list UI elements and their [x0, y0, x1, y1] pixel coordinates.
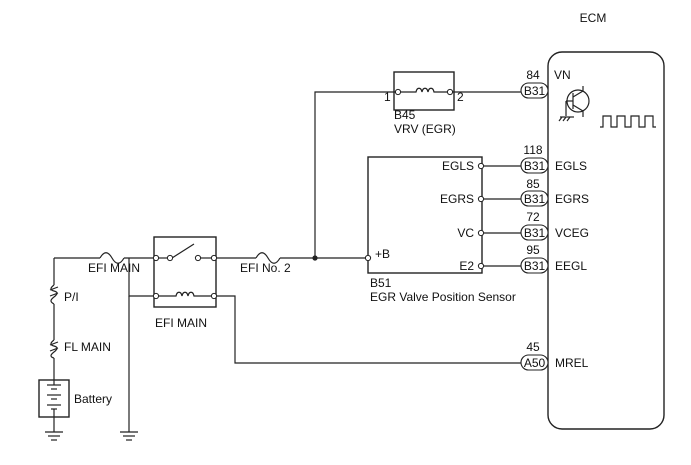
efi-main-fuse-label: EFI MAIN: [88, 261, 140, 275]
efi-main-relay-label: EFI MAIN: [155, 316, 207, 330]
efi-no2-fuse-label: EFI No. 2: [240, 261, 291, 275]
junction-dot: [312, 255, 318, 261]
pi-fusible-link-icon: [49, 284, 59, 305]
connector-b31-egls: B31: [520, 157, 549, 174]
ecm-pin-egrs-label: EGRS: [555, 192, 589, 206]
ecm-pin-eegl-label: EEGL: [555, 259, 587, 273]
vrv-name: VRV (EGR): [394, 122, 456, 136]
wires: [53, 91, 521, 432]
relay-coil-icon: [158, 291, 212, 297]
sensor-name: EGR Valve Position Sensor: [370, 290, 516, 304]
svg-text:B31: B31: [524, 259, 546, 273]
ecm-title: ECM: [580, 11, 607, 25]
svg-text:A50: A50: [524, 356, 546, 370]
ground-icon: [45, 431, 63, 441]
fl-main-label: FL MAIN: [64, 340, 111, 354]
ecm-pin-vn-label: VN: [554, 68, 571, 82]
pin-number-95: 95: [526, 243, 540, 257]
sensor-supply-label: +B: [375, 247, 390, 261]
sensor-code: B51: [370, 276, 392, 290]
sensor-terminal-vc: VC: [457, 226, 474, 240]
fl-main-fusible-link-icon: [49, 339, 59, 359]
sensor-box: [367, 156, 483, 274]
pin-number-84: 84: [526, 68, 540, 82]
ecm-pin-vceg-label: VCEG: [555, 226, 589, 240]
connector-b31-eegl: B31: [520, 257, 549, 274]
svg-text:B31: B31: [524, 84, 546, 98]
ecm-box: [547, 51, 665, 430]
battery-icon: [38, 379, 70, 418]
ground-icon: [120, 431, 138, 441]
svg-text:B31: B31: [524, 192, 546, 206]
efi-main-fuse-icon: [99, 252, 125, 264]
connector-b31-egrs: B31: [520, 190, 549, 207]
pin-number-118: 118: [523, 143, 542, 157]
pulse-waveform-icon: [600, 115, 656, 128]
connector-b31-vceg: B31: [520, 224, 549, 241]
sensor-terminal-e2: E2: [459, 259, 474, 273]
vrv-pin2-label: 2: [457, 90, 464, 104]
ecm-pin-egls-label: EGLS: [555, 159, 587, 173]
svg-text:B31: B31: [524, 159, 546, 173]
efi-main-relay: [152, 236, 218, 308]
sensor-terminal-egls: EGLS: [442, 159, 474, 173]
connector-a50-mrel: A50: [520, 354, 549, 371]
pin-number-72: 72: [526, 210, 540, 224]
sensor-terminal-egrs: EGRS: [440, 192, 474, 206]
svg-text:B31: B31: [524, 226, 546, 240]
ecm-pin-mrel-label: MREL: [555, 356, 589, 370]
vrv-pin1-label: 1: [384, 90, 391, 104]
connector-b31-vn: B31: [520, 82, 549, 99]
efi-no2-fuse-icon: [255, 252, 281, 264]
pin-number-45: 45: [526, 340, 540, 354]
vrv-code: B45: [394, 108, 416, 122]
vrv-coil-icon: [400, 87, 448, 93]
pi-label: P/I: [64, 290, 79, 304]
vrv-box: [393, 71, 455, 111]
battery-label: Battery: [74, 392, 112, 406]
pin-number-85: 85: [526, 177, 540, 191]
ecm-transistor-icon: [558, 86, 590, 122]
